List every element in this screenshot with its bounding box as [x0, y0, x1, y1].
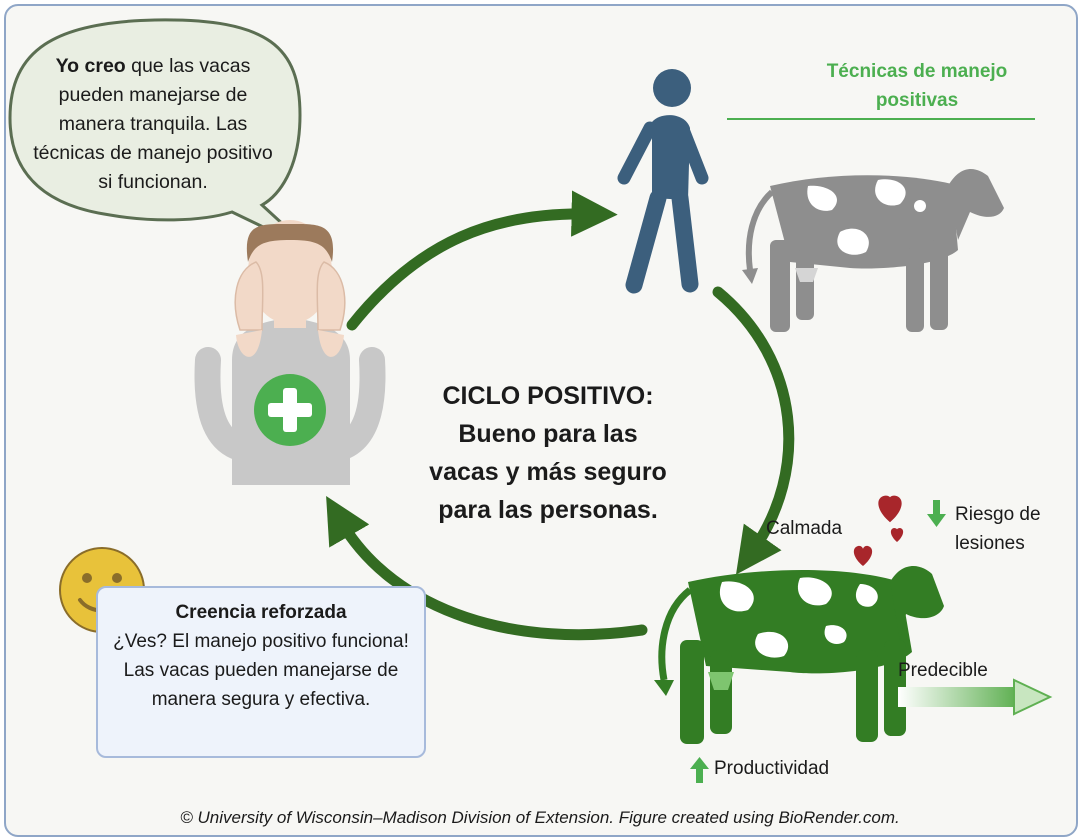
cow-green-spots — [719, 577, 878, 658]
cycle-arrow-to-handler — [346, 190, 618, 331]
belief-text: Creencia reforzada ¿Ves? El manejo posit… — [100, 598, 422, 714]
speech-bubble — [8, 18, 313, 252]
right-arrow-icon — [898, 678, 1053, 716]
predictable-label: Predecible — [898, 660, 988, 681]
cow-gray-spots — [807, 179, 926, 255]
speech-bubble-text: Yo creo que las vacas pueden manejarse d… — [28, 52, 278, 197]
center-line-2: Bueno para las — [458, 420, 638, 448]
belief-box — [96, 586, 426, 758]
heading-line-1: Técnicas de manejo — [826, 61, 1008, 82]
center-line-3: vacas y más seguro — [429, 458, 667, 486]
productivity-label: Productividad — [714, 758, 830, 779]
belief-body: ¿Ves? El manejo positivo funciona! Las v… — [113, 631, 409, 710]
cow-gray-icon — [742, 168, 1004, 332]
cycle-arrow-to-person — [326, 496, 648, 641]
risk-label-line-2: lesiones — [955, 533, 1025, 554]
cycle-arrow-to-calm-cow — [712, 286, 795, 575]
center-line-4: para las personas. — [438, 496, 658, 524]
heart-icon — [853, 495, 904, 566]
up-arrow-icon — [690, 757, 709, 783]
credit-line: © University of Wisconsin–Madison Divisi… — [180, 808, 900, 827]
belief-title: Creencia reforzada — [175, 602, 347, 623]
center-title: CICLO POSITIVO: Bueno para las vacas y m… — [398, 377, 698, 529]
speech-bubble-bold: Yo creo — [55, 55, 126, 77]
calm-label: Calmada — [766, 518, 843, 539]
speech-bubble-rest: que las vacas pueden manejarse de manera… — [33, 55, 273, 193]
risk-label-line-1: Riesgo de — [955, 504, 1041, 525]
heading: Técnicas de manejo positivas — [792, 57, 1042, 115]
walking-person-icon — [617, 69, 709, 294]
plus-icon — [254, 374, 326, 446]
center-line-1: CICLO POSITIVO: — [442, 382, 654, 410]
risk-label: Riesgo de lesiones — [955, 500, 1041, 558]
heading-line-2: positivas — [875, 90, 959, 111]
down-arrow-icon — [927, 500, 946, 527]
